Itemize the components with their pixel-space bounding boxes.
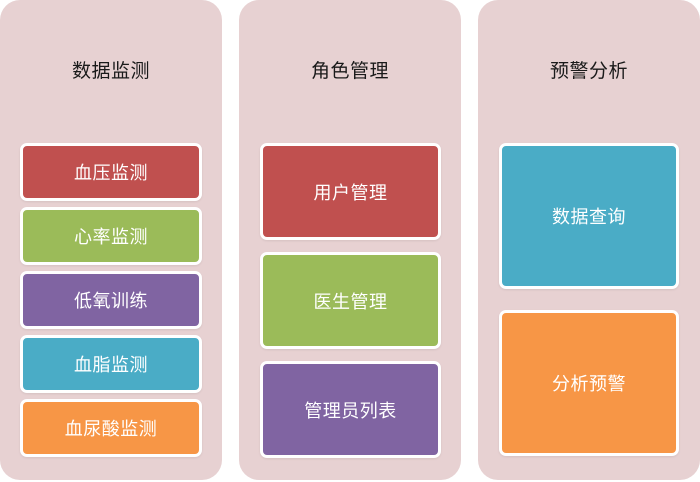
data-query-button[interactable]: 数据查询 <box>499 143 679 289</box>
blood-pressure-monitoring-button[interactable]: 血压监测 <box>20 143 202 201</box>
column-title: 预警分析 <box>549 60 628 82</box>
column-warning-analysis: 预警分析 数据查询 分析预警 <box>478 0 700 480</box>
hypoxia-training-button[interactable]: 低氧训练 <box>20 271 202 329</box>
analysis-warning-button[interactable]: 分析预警 <box>499 310 679 456</box>
blood-uric-acid-monitoring-button[interactable]: 血尿酸监测 <box>20 399 202 457</box>
column-title: 角色管理 <box>310 60 389 82</box>
user-management-button[interactable]: 用户管理 <box>260 143 441 240</box>
column-role-management: 角色管理 用户管理 医生管理 管理员列表 <box>239 0 461 480</box>
admin-list-button[interactable]: 管理员列表 <box>260 361 441 458</box>
blood-lipid-monitoring-button[interactable]: 血脂监测 <box>20 335 202 393</box>
column-title: 数据监测 <box>71 60 150 82</box>
doctor-management-button[interactable]: 医生管理 <box>260 252 441 349</box>
column-data-monitoring: 数据监测 血压监测 心率监测 低氧训练 血脂监测 血尿酸监测 <box>0 0 222 480</box>
heart-rate-monitoring-button[interactable]: 心率监测 <box>20 207 202 265</box>
